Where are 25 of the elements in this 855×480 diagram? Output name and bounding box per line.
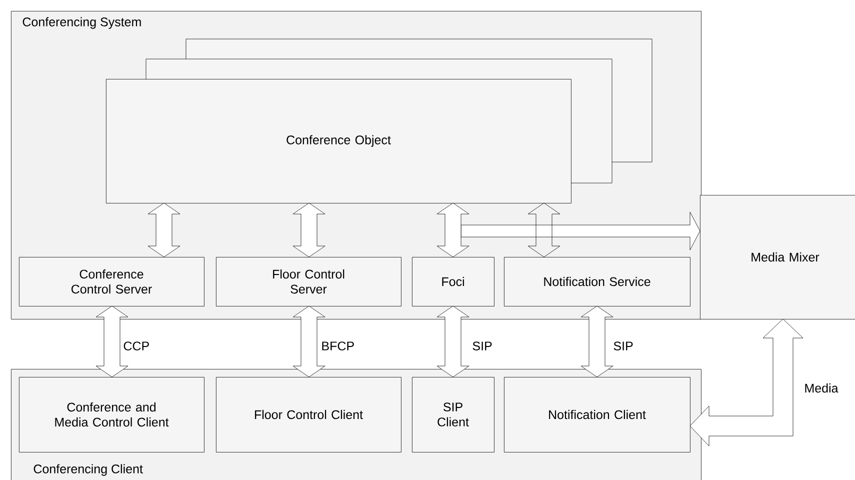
block-arrow bbox=[580, 306, 614, 378]
edge-label: Media bbox=[803, 382, 840, 394]
block-arrow bbox=[528, 202, 560, 258]
block-arrow bbox=[96, 306, 128, 378]
edge-label: SIP bbox=[471, 340, 494, 352]
stacked-document-box: Conference Object bbox=[106, 38, 652, 204]
block-arrow bbox=[460, 212, 700, 250]
component-box: Foci bbox=[412, 257, 494, 306]
block-arrow bbox=[292, 306, 326, 378]
component-box: Floor Control Server bbox=[216, 257, 402, 306]
block-arrow bbox=[690, 318, 804, 446]
edge-label: SIP bbox=[612, 340, 634, 352]
edge-label: CCP bbox=[122, 340, 151, 352]
block-arrow bbox=[436, 202, 470, 258]
component-box: Conference and Media Control Client bbox=[19, 377, 204, 452]
block-arrow bbox=[292, 202, 326, 258]
block-arrow bbox=[148, 202, 180, 258]
component-box: Conference Control Server bbox=[19, 257, 204, 306]
component-box: Floor Control Client bbox=[216, 377, 402, 452]
component-box: SIP Client bbox=[412, 377, 494, 452]
block-arrow bbox=[436, 306, 470, 378]
edge-label: BFCP bbox=[320, 340, 356, 352]
component-box: Media Mixer bbox=[700, 195, 855, 320]
component-box: Notification Client bbox=[504, 377, 690, 452]
component-box: Notification Service bbox=[504, 257, 690, 306]
